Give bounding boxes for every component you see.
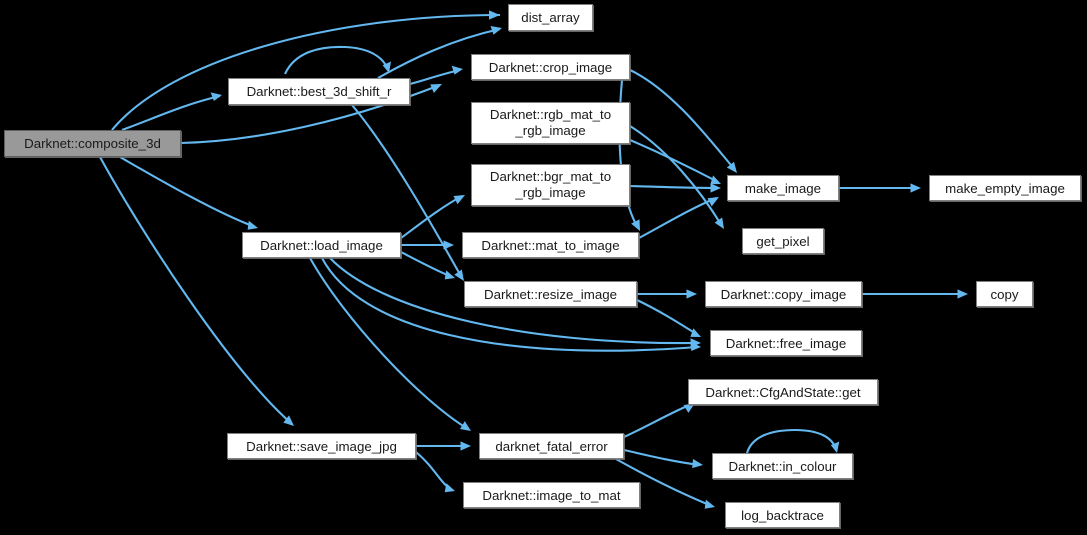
node-resize_image[interactable]: Darknet::resize_image [464,281,637,307]
node-save_jpg[interactable]: Darknet::save_image_jpg [227,433,416,459]
edge-fatal_error-to-log_backtrace [615,458,715,509]
node-mat_to_image[interactable]: Darknet::mat_to_image [462,232,639,258]
node-image_to_mat[interactable]: Darknet::image_to_mat [463,482,640,508]
edge-make_image-to-make_empty [839,183,921,193]
node-best_3d[interactable]: Darknet::best_3d_shift_r [228,78,410,105]
edge-load_image-to-free_image [321,257,701,352]
edge-bgr_mat-to-make_image [629,183,721,193]
edge-fatal_error-to-cfg_get [623,403,695,438]
edge-crop_image-to-make_image [629,69,737,173]
node-cfg_get[interactable]: Darknet::CfgAndState::get [688,379,878,405]
edge-save_jpg-to-fatal_error [415,441,471,451]
edge-best_3d-to-dist_array [377,26,502,79]
edge-load_image-to-fatal_error [309,257,471,431]
edge-composite_3d-to-best_3d [121,92,222,131]
node-log_backtrace[interactable]: log_backtrace [725,502,840,528]
edge-best_3d-to-crop_image [409,65,463,86]
edge-load_image-to-rgb_mat [400,195,465,239]
edge-composite_3d-to-load_image [119,156,258,230]
edge-rgb_mat-to-make_image [629,139,721,185]
edge-in_colour-to-in_colour [745,428,840,454]
node-make_image[interactable]: make_image [727,175,839,201]
node-composite_3d[interactable]: Darknet::composite_3d [4,130,181,157]
edge-composite_3d-to-dist_array [111,10,501,131]
edge-save_jpg-to-image_to_mat [415,451,455,493]
edge-fatal_error-to-in_colour [623,448,703,469]
node-free_image[interactable]: Darknet::free_image [710,330,862,356]
node-dist_array[interactable]: dist_array [508,4,593,31]
edge-best_3d-to-resize_image [351,104,464,281]
node-make_empty[interactable]: make_empty_image [929,175,1081,201]
edge-load_image-to-mat_to_image [401,240,454,250]
node-copy_image[interactable]: Darknet::copy_image [705,281,862,307]
edge-rgb_mat-to-get_pixel [629,125,724,229]
edge-mat_to_image-to-make_image [638,197,719,239]
node-load_image[interactable]: Darknet::load_image [242,232,401,258]
node-fatal_error[interactable]: darknet_fatal_error [479,433,624,459]
node-in_colour[interactable]: Darknet::in_colour [712,453,853,479]
node-rgb_mat[interactable]: Darknet::rgb_mat_to _rgb_image [471,102,630,144]
edge-load_image-to-resize_image [400,251,455,280]
node-bgr_mat[interactable]: Darknet::bgr_mat_to _rgb_image [471,164,630,206]
edge-composite_3d-to-save_jpg [99,156,294,426]
edge-copy_image-to-copy [861,289,968,299]
node-get_pixel[interactable]: get_pixel [742,228,824,254]
node-crop_image[interactable]: Darknet::crop_image [471,54,630,80]
edge-best_3d-to-best_3d [284,45,391,75]
edge-resize_image-to-free_image [636,299,701,337]
edge-resize_image-to-copy_image [636,289,697,299]
node-copy[interactable]: copy [976,281,1033,307]
edge-crop_image-to-get_pixel [618,79,640,231]
